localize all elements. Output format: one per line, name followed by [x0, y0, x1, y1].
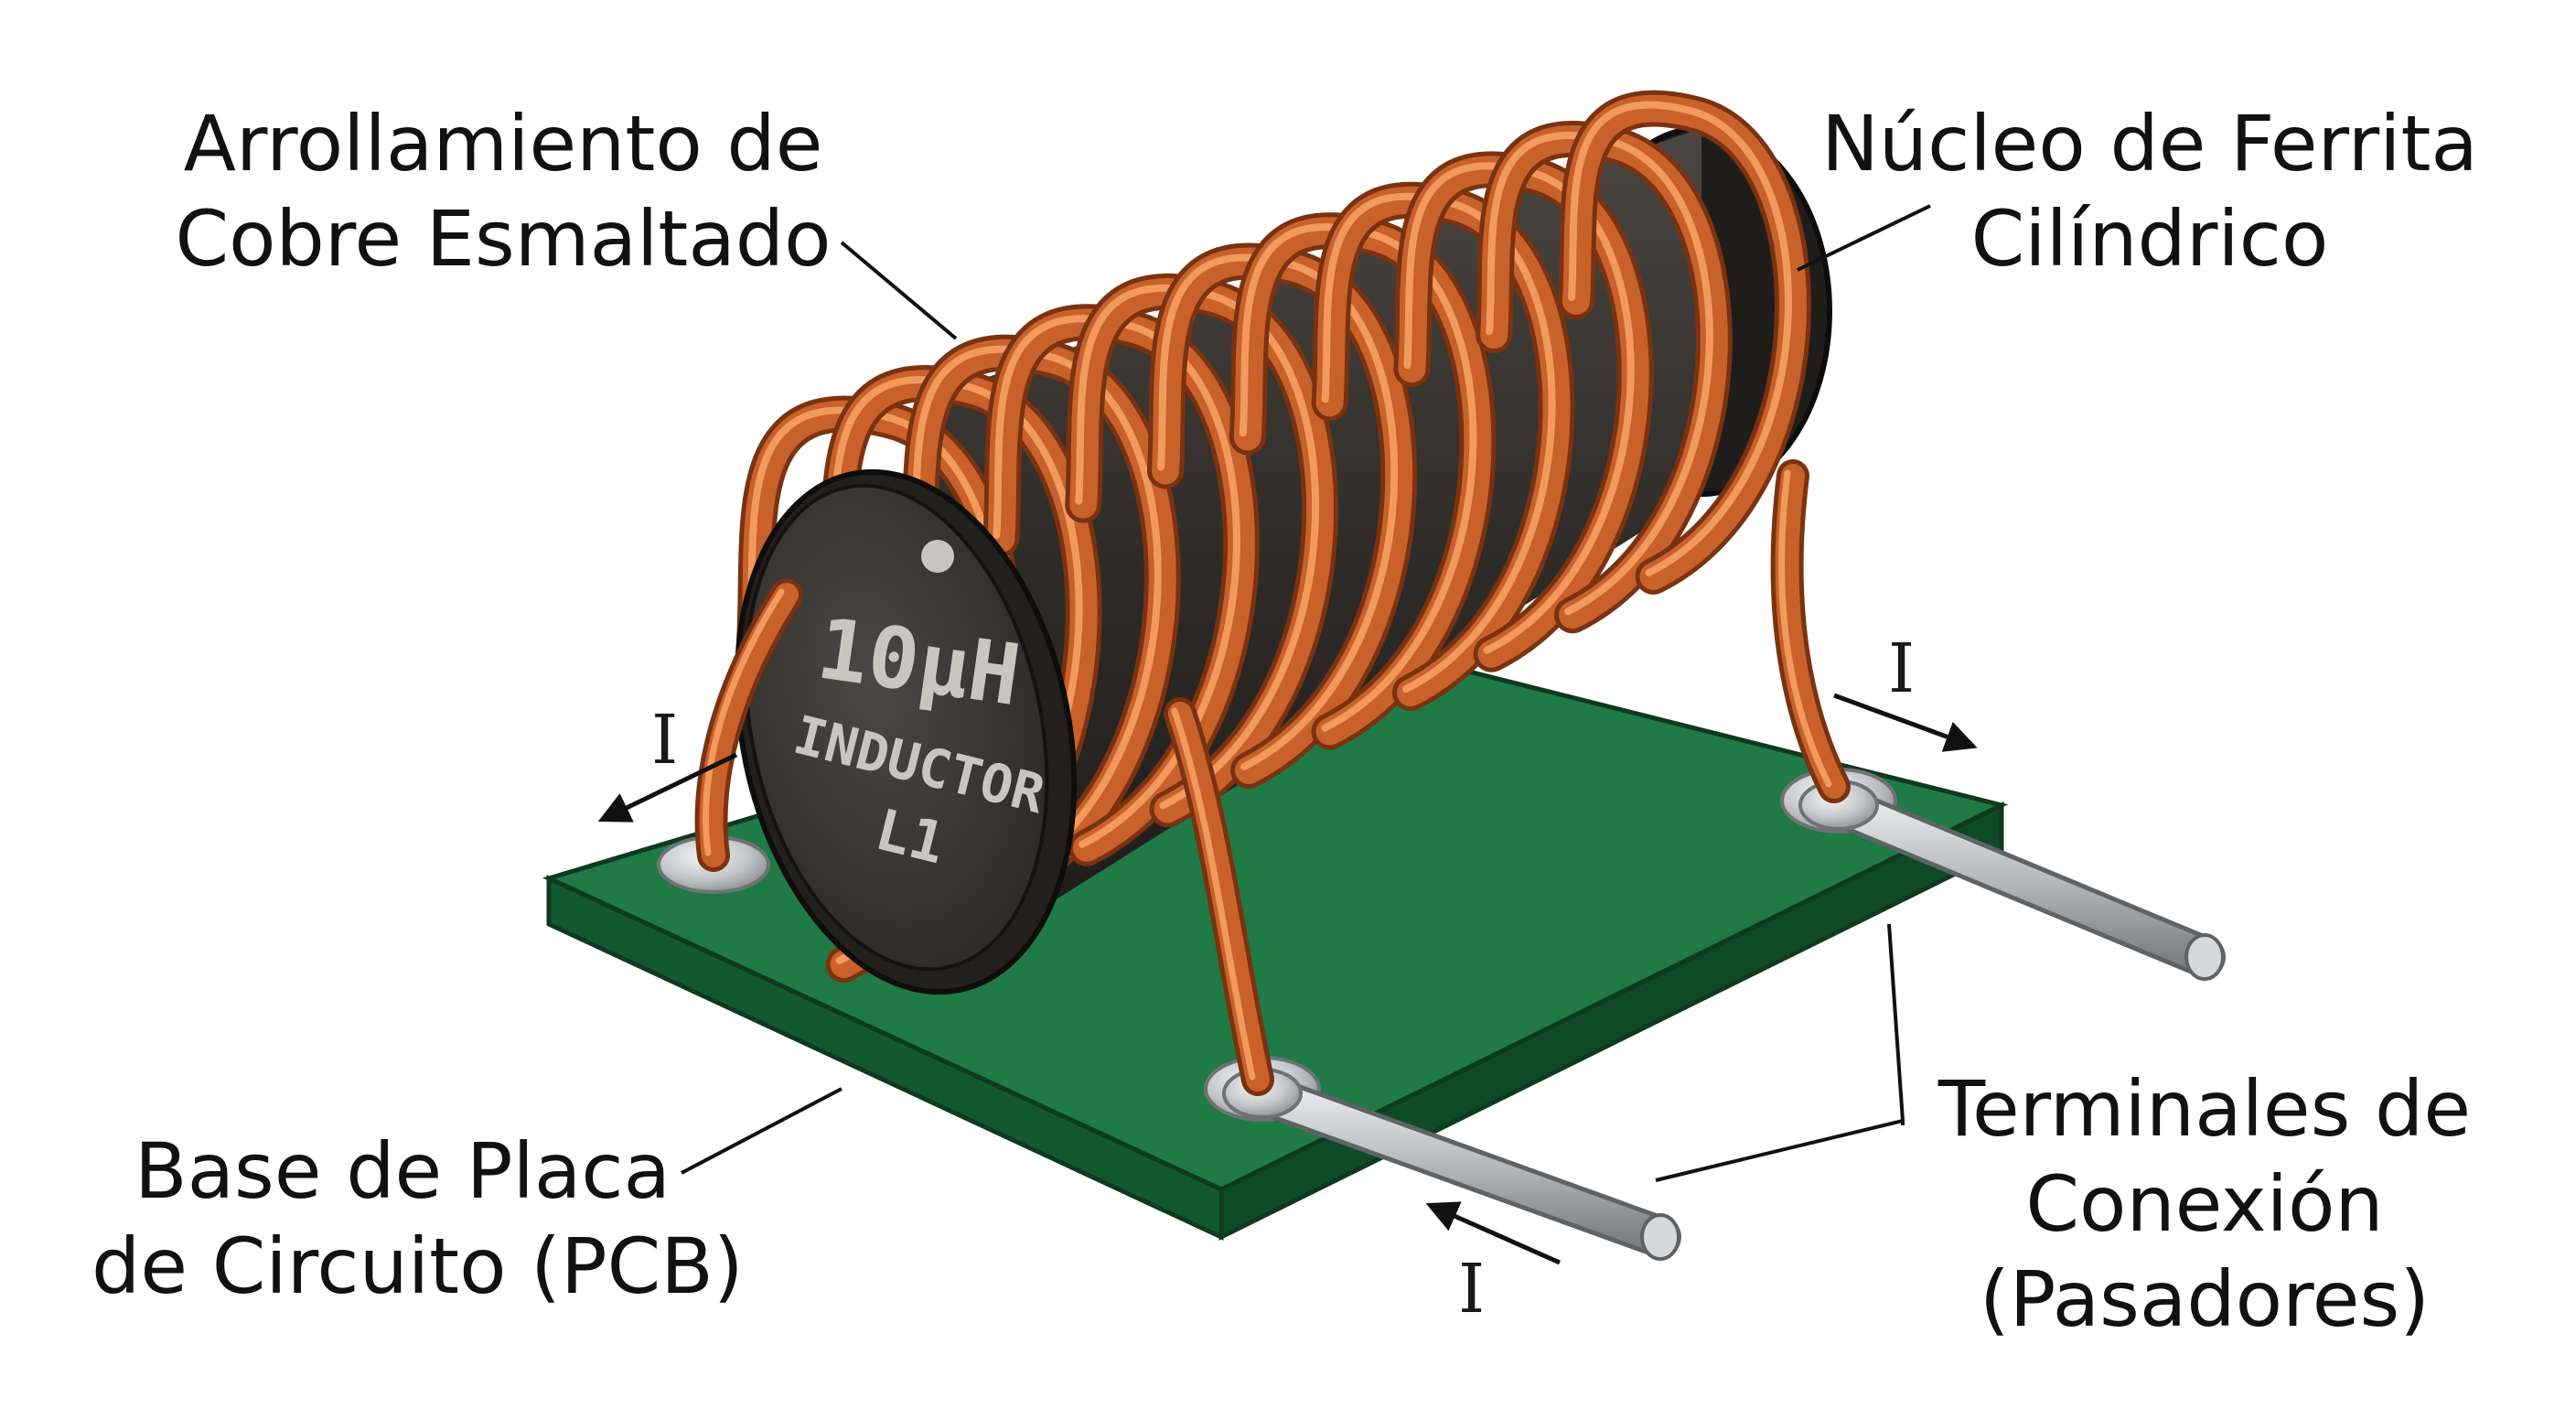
current-arrow-right: [1833, 693, 1978, 752]
leader-core: [1797, 204, 1931, 272]
current-arrow-front: [1425, 1201, 1562, 1265]
label-core-line-1: Núcleo de Ferrita: [1821, 99, 2478, 188]
label-pcb-line-2: de Circuito (PCB): [91, 1221, 744, 1311]
winding-leads: [694, 459, 1851, 1096]
label-winding-line-2: Cobre Esmaltado: [175, 194, 832, 284]
current-label-front: I: [1458, 1250, 1486, 1328]
leader-winding: [840, 241, 958, 340]
winding-turn: [1558, 90, 1811, 595]
leader-pcb: [681, 1087, 843, 1175]
winding-turn: [1476, 121, 1733, 634]
current-arrows: [597, 693, 1978, 1265]
current-label-right: I: [1888, 629, 1916, 708]
label-core-line-2: Cilíndrico: [1970, 194, 2329, 284]
copper-winding: [736, 90, 1811, 983]
label-core: Núcleo de Ferrita Cilíndrico: [1820, 96, 2479, 286]
label-terminals: Terminales de Conexión (Pasadores): [1921, 1061, 2488, 1347]
current-arrow-left: [597, 752, 738, 823]
label-winding: Arrollamiento de Cobre Esmaltado: [165, 96, 842, 286]
leader-lines: [681, 204, 1931, 1182]
label-terminals-line-1: Terminales de: [1937, 1064, 2472, 1154]
label-winding-line-1: Arrollamiento de: [183, 99, 823, 188]
polarity-dot: [921, 540, 954, 573]
marking-ref: L1: [869, 796, 951, 877]
connection-pins: [1222, 780, 2226, 1261]
label-pcb-line-1: Base de Placa: [134, 1126, 671, 1216]
label-terminals-line-3: (Pasadores): [1980, 1254, 2430, 1344]
current-label-left: I: [651, 701, 679, 780]
core-front-face: 10µH INDUCTOR L1: [734, 468, 1078, 995]
label-terminals-line-2: Conexión: [2025, 1159, 2384, 1249]
label-pcb: Base de Placa de Circuito (PCB): [91, 1124, 744, 1314]
